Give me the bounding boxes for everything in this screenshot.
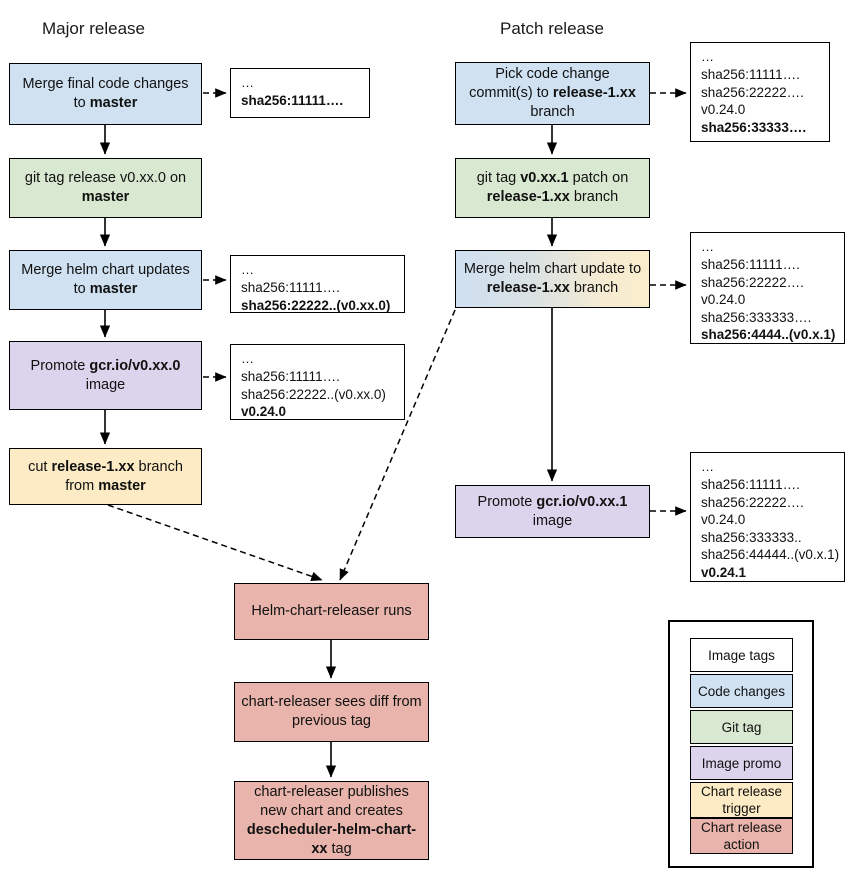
tag-line: … — [241, 262, 255, 277]
tag-line: sha256:22222…. — [701, 274, 804, 290]
tag-callout-merge-helm-chart-release: … sha256:11111…. sha256:22222…. v0.24.0 sha2… — [690, 232, 845, 344]
node-git-tag-patch[interactable]: git tag v0.xx.1 patch on release-1.xx br… — [455, 158, 650, 218]
node-chart-releaser-publishes[interactable]: chart-releaser publishes new chart and c… — [234, 781, 429, 860]
legend-item-label: Image tags — [708, 647, 775, 663]
dashed-n5-r1 — [107, 504, 323, 581]
node-merge-final-code-changes[interactable]: Merge final code changes to master — [9, 63, 202, 125]
tag-line: sha256:333333…. — [701, 309, 812, 325]
tag-callout-pick-code-change: … sha256:11111…. sha256:22222…. v0.24.0 sha2… — [690, 42, 830, 142]
node-label: Merge final code changes to master — [22, 76, 189, 111]
node-promote-image-patch[interactable]: Promote gcr.io/v0.xx.1 image — [455, 485, 650, 538]
tag-line: sha256:33333…. — [701, 119, 807, 135]
tag-line: sha256:11111…. — [241, 280, 340, 295]
column-title-major-release: Major release — [42, 19, 145, 38]
tag-line: sha256:11111…. — [241, 93, 344, 108]
legend-item-label: Chart release trigger — [700, 784, 783, 816]
tag-line: sha256:22222…. — [701, 494, 804, 510]
legend-item-label: Chart release action — [700, 820, 783, 852]
node-merge-helm-chart-update-release-branch[interactable]: Merge helm chart update to release-1.xx … — [455, 250, 650, 308]
tag-line: … — [701, 49, 715, 64]
node-label: Merge helm chart updates to master — [21, 262, 190, 297]
tag-line: sha256:22222..(v0.xx.0) — [241, 297, 391, 313]
node-pick-code-change-commits[interactable]: Pick code change commit(s) to release-1.… — [455, 62, 650, 125]
tag-line: … — [701, 239, 715, 254]
tag-line: sha256:22222…. — [701, 84, 804, 100]
legend-item-image-promo: Image promo — [690, 746, 793, 780]
node-label: Promote gcr.io/v0.xx.0 image — [30, 357, 181, 393]
tag-line: sha256:4444..(v0.x.1) — [701, 327, 836, 342]
node-label: Helm-chart-releaser runs — [251, 603, 412, 619]
node-promote-image-major[interactable]: Promote gcr.io/v0.xx.0 image — [9, 341, 202, 410]
node-label: chart-releaser publishes new chart and c… — [246, 783, 417, 857]
node-label: Pick code change commit(s) to release-1.… — [469, 66, 636, 120]
tag-line: sha256:11111…. — [701, 257, 800, 272]
tag-callout-promote-image-major: … sha256:11111…. sha256:22222..(v0.xx.0) v0… — [230, 344, 405, 420]
tag-line: sha256:333333.. — [701, 529, 802, 545]
node-label: cut release-1.xx branch from master — [28, 458, 183, 494]
node-git-tag-release-major[interactable]: git tag release v0.xx.0 on master — [9, 158, 202, 218]
column-title-patch-release: Patch release — [500, 19, 604, 38]
tag-line: v0.24.0 — [701, 292, 746, 307]
tag-callout-merge-helm-chart-master: … sha256:11111…. sha256:22222..(v0.xx.0) — [230, 255, 405, 313]
tag-line: … — [701, 459, 715, 474]
tag-line: sha256:11111…. — [701, 67, 800, 82]
node-cut-release-branch[interactable]: cut release-1.xx branch from master — [9, 448, 202, 505]
legend-item-label: Image promo — [701, 755, 782, 771]
legend-item-image-tags: Image tags — [690, 638, 793, 672]
tag-line: sha256:22222..(v0.xx.0) — [241, 386, 386, 402]
legend-item-code-changes: Code changes — [690, 674, 793, 708]
node-label: git tag v0.xx.1 patch on release-1.xx br… — [476, 170, 629, 205]
tag-line: … — [241, 351, 255, 366]
node-chart-releaser-sees-diff[interactable]: chart-releaser sees diff from previous t… — [234, 682, 429, 742]
node-label: Promote gcr.io/v0.xx.1 image — [477, 493, 628, 529]
node-label: git tag release v0.xx.0 on master — [24, 170, 187, 205]
legend-item-chart-release-trigger: Chart release trigger — [690, 782, 793, 818]
tag-line: v0.24.0 — [701, 512, 746, 527]
node-helm-chart-releaser-runs[interactable]: Helm-chart-releaser runs — [234, 583, 429, 640]
tag-line: sha256:11111…. — [241, 369, 340, 384]
legend-item-label: Code changes — [697, 683, 786, 699]
tag-line: v0.24.0 — [241, 404, 287, 419]
tag-line: sha256:11111…. — [701, 477, 800, 492]
tag-line: sha256:44444..(v0.x.1) — [701, 547, 840, 562]
legend-item-git-tag: Git tag — [690, 710, 793, 744]
node-label: Merge helm chart update to release-1.xx … — [463, 261, 642, 296]
legend-item-label: Git tag — [721, 719, 762, 735]
legend-item-chart-release-action: Chart release action — [690, 818, 793, 854]
tag-line: v0.24.0 — [701, 102, 746, 117]
node-merge-helm-chart-updates-master[interactable]: Merge helm chart updates to master — [9, 250, 202, 310]
node-label: chart-releaser sees diff from previous t… — [241, 694, 422, 729]
tag-line: v0.24.1 — [701, 564, 747, 580]
tag-callout-promote-image-patch: … sha256:11111…. sha256:22222…. v0.24.0 sha2… — [690, 452, 845, 582]
tag-line: … — [241, 75, 255, 90]
tag-callout-merge-final-code: … sha256:11111…. — [230, 68, 370, 118]
